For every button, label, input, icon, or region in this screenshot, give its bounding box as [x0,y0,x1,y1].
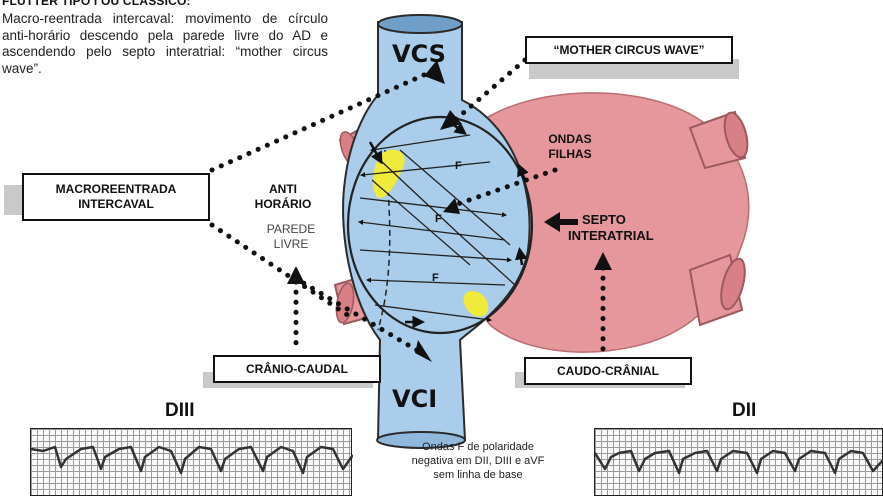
f-wave-label-3: F [432,271,439,286]
svc-opening [378,15,462,33]
anti-line: ANTI [248,182,318,197]
ondas-filhas-label: ONDAS FILHAS [540,132,600,162]
ecg-strip-diii [30,428,352,496]
ecg-trace-dii [595,429,883,497]
mother-circus-label: “MOTHER CIRCUS WAVE” [525,36,733,64]
interatrial-line: INTERATRIAL [568,228,654,244]
diagram-title: FLUTTER TIPO I OU CLÁSSICO: [2,0,191,8]
vci-label: VCI [392,385,437,413]
parede-livre-label: PAREDE LIVRE [256,222,326,252]
f-wave-label-2: F [435,212,442,227]
diagram-description: Macro-reentrada intercaval: movimento de… [2,11,328,77]
septo-interatrial-label: SEPTO INTERATRIAL [568,212,654,244]
footnote-line-1: Ondas F de polaridade [378,440,578,454]
ecg-strip-dii [594,428,883,496]
macroreentrada-line-1: MACROREENTRADA [56,182,177,197]
filhas-line: FILHAS [540,147,600,162]
macroreentrada-line-2: INTERCAVAL [78,197,154,212]
septo-line: SEPTO [568,212,654,228]
cranio-caudal-label: CRÂNIO-CAUDAL [213,355,381,383]
ondas-line: ONDAS [540,132,600,147]
lead-dii-label: DII [732,400,756,422]
macroreentrada-label: MACROREENTRADA INTERCAVAL [22,173,210,221]
footnote-line-2: negativa em DII, DIII e aVF [378,454,578,468]
vcs-label: VCS [392,40,446,68]
horario-line: HORÁRIO [248,197,318,212]
lead-diii-label: DIII [165,400,195,422]
caudo-cranial-label: CAUDO-CRÂNIAL [524,357,692,385]
parede-line: PAREDE [256,222,326,237]
ecg-trace-diii [31,429,353,497]
anti-horario-label: ANTI HORÁRIO [248,182,318,212]
f-wave-label-1: F [455,159,462,174]
footnote: Ondas F de polaridade negativa em DII, D… [378,440,578,482]
footnote-line-3: sem linha de base [378,468,578,482]
livre-line: LIVRE [256,237,326,252]
